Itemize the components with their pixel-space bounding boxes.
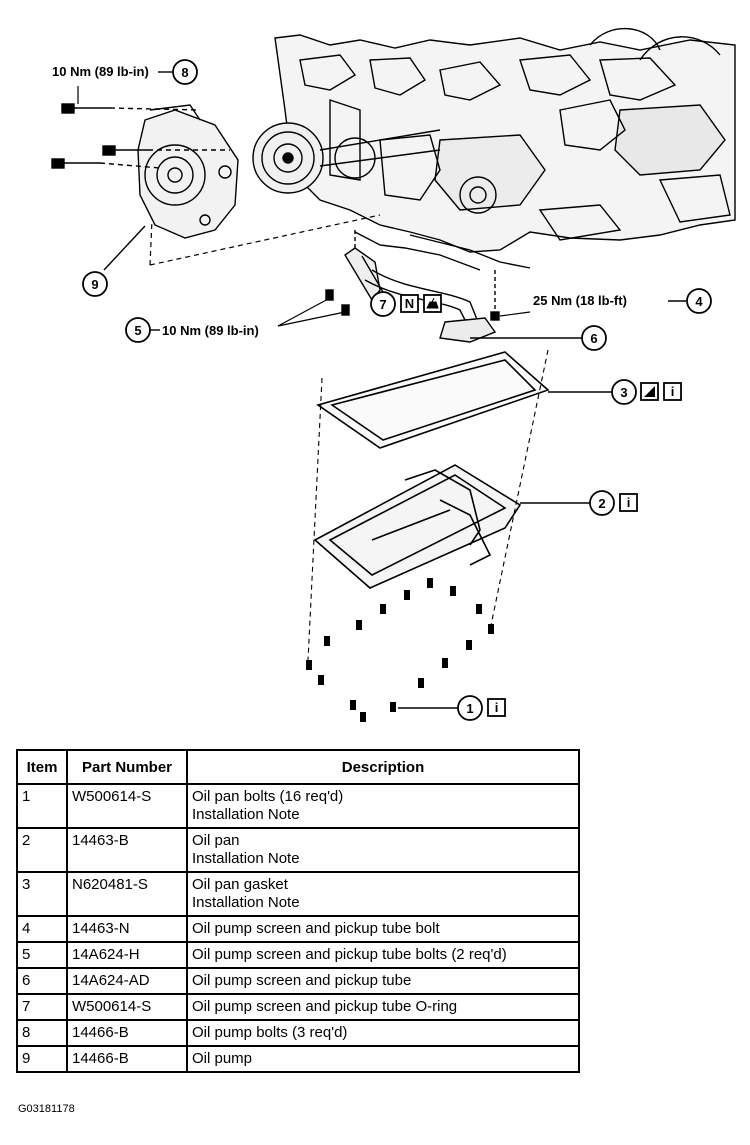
callout-3: 3 i bbox=[548, 379, 682, 405]
alignment-lines bbox=[307, 349, 549, 661]
oil-pump-bolts bbox=[51, 103, 230, 169]
row-part-number: 14A624-AD bbox=[66, 967, 188, 995]
pump-outline-dashed bbox=[149, 214, 381, 266]
engine-block bbox=[274, 28, 736, 271]
callout-2-number: 2 bbox=[598, 496, 605, 511]
callout-7: 7 N bbox=[361, 255, 442, 317]
pulley bbox=[252, 122, 441, 194]
svg-text:i: i bbox=[495, 700, 499, 715]
callout-1: 1 i bbox=[398, 695, 506, 721]
callout-4: 25 Nm (18 lb-ft) 4 bbox=[499, 288, 712, 317]
row-item: 6 bbox=[16, 967, 68, 995]
callout-1-number: 1 bbox=[466, 701, 473, 716]
row-description: Oil pump screen and pickup tube bolts (2… bbox=[186, 941, 580, 969]
svg-text:i: i bbox=[627, 495, 631, 510]
callout-2-circle bbox=[589, 490, 615, 516]
row-item: 4 bbox=[16, 915, 68, 943]
table-row: 7 W500614-S Oil pump screen and pickup t… bbox=[16, 993, 580, 1021]
callout-9: 9 bbox=[82, 225, 146, 297]
callout-9-number: 9 bbox=[91, 277, 98, 292]
callout-2: 2 i bbox=[520, 490, 638, 516]
installation-note-link[interactable]: Installation Note bbox=[192, 850, 300, 867]
callout-4-torque: 25 Nm (18 lb-ft) bbox=[533, 293, 627, 308]
row-item: 3 bbox=[16, 871, 68, 917]
row-part-number: 14463-B bbox=[66, 827, 188, 873]
callout-9-circle bbox=[82, 271, 108, 297]
row-part-number: 14A624-H bbox=[66, 941, 188, 969]
oil-pan bbox=[313, 464, 522, 589]
callout-8-torque: 10 Nm (89 lb-in) bbox=[52, 64, 149, 79]
oil-pump bbox=[137, 104, 239, 239]
row-description: Oil pump bolts (3 req'd) bbox=[186, 1019, 580, 1047]
svg-text:i: i bbox=[671, 384, 675, 399]
table-row: 5 14A624-H Oil pump screen and pickup tu… bbox=[16, 941, 580, 969]
callout-7-circle bbox=[370, 291, 396, 317]
row-item: 7 bbox=[16, 993, 68, 1021]
callout-8: 10 Nm (89 lb-in) 8 bbox=[52, 59, 198, 104]
callout-7-number: 7 bbox=[379, 297, 386, 312]
table-row: 8 14466-B Oil pump bolts (3 req'd) bbox=[16, 1019, 580, 1047]
callout-3-circle bbox=[611, 379, 637, 405]
figure-id: G03181178 bbox=[18, 1103, 75, 1115]
info-icon bbox=[663, 382, 682, 401]
table-header-row: Item Part Number Description bbox=[16, 749, 580, 785]
description-text: Oil pan bolts (16 req'd) bbox=[192, 788, 344, 805]
pickup-tube bbox=[325, 230, 500, 343]
row-part-number: N620481-S bbox=[66, 871, 188, 917]
callout-4-number: 4 bbox=[695, 294, 703, 309]
info-icon bbox=[619, 493, 638, 512]
installation-note-link[interactable]: Installation Note bbox=[192, 806, 300, 823]
row-item: 2 bbox=[16, 827, 68, 873]
callout-1-circle bbox=[457, 695, 483, 721]
table-row: 4 14463-N Oil pump screen and pickup tub… bbox=[16, 915, 580, 943]
exploded-view-diagram: 10 Nm (89 lb-in) 8 9 7 N 5 10 Nm (89 lb-… bbox=[51, 28, 736, 722]
callout-8-number: 8 bbox=[181, 65, 188, 80]
header-part-number: Part Number bbox=[66, 749, 188, 785]
callout-4-circle bbox=[686, 288, 712, 314]
callout-5-torque: 10 Nm (89 lb-in) bbox=[162, 323, 259, 338]
row-item: 1 bbox=[16, 783, 68, 829]
callout-6-number: 6 bbox=[590, 331, 597, 346]
callout-6: 6 bbox=[470, 325, 607, 351]
row-part-number: 14466-B bbox=[66, 1019, 188, 1047]
callout-5: 5 10 Nm (89 lb-in) bbox=[125, 297, 346, 343]
table-row: 1 W500614-S Oil pan bolts (16 req'd)Inst… bbox=[16, 783, 580, 829]
row-item: 8 bbox=[16, 1019, 68, 1047]
new-part-box bbox=[400, 294, 419, 313]
row-item: 9 bbox=[16, 1045, 68, 1073]
header-item: Item bbox=[16, 749, 68, 785]
row-description: Oil pump screen and pickup tube bbox=[186, 967, 580, 995]
callout-6-circle bbox=[581, 325, 607, 351]
header-description: Description bbox=[186, 749, 580, 785]
description-text: Oil pan bbox=[192, 832, 240, 849]
row-description: Oil pump screen and pickup tube O-ring bbox=[186, 993, 580, 1021]
row-description: Oil pump bbox=[186, 1045, 580, 1073]
callout-8-circle bbox=[172, 59, 198, 85]
table-row: 9 14466-B Oil pump bbox=[16, 1045, 580, 1073]
callout-5-number: 5 bbox=[134, 323, 141, 338]
oil-pan-gasket bbox=[316, 351, 550, 449]
row-part-number: 14463-N bbox=[66, 915, 188, 943]
description-text: Oil pan gasket bbox=[192, 876, 288, 893]
row-part-number: W500614-S bbox=[66, 993, 188, 1021]
row-description: Oil pan bolts (16 req'd)Installation Not… bbox=[186, 783, 580, 829]
installation-note-link[interactable]: Installation Note bbox=[192, 894, 300, 911]
row-part-number: W500614-S bbox=[66, 783, 188, 829]
row-part-number: 14466-B bbox=[66, 1045, 188, 1073]
oil-pan-bolts bbox=[306, 578, 494, 722]
table-row: 6 14A624-AD Oil pump screen and pickup t… bbox=[16, 967, 580, 995]
row-description: Oil pump screen and pickup tube bolt bbox=[186, 915, 580, 943]
info-icon bbox=[487, 698, 506, 717]
new-part-label: N bbox=[405, 296, 414, 311]
parts-table: Item Part Number Description 1 W500614-S… bbox=[16, 749, 580, 1073]
row-item: 5 bbox=[16, 941, 68, 969]
callout-3-number: 3 bbox=[620, 385, 627, 400]
